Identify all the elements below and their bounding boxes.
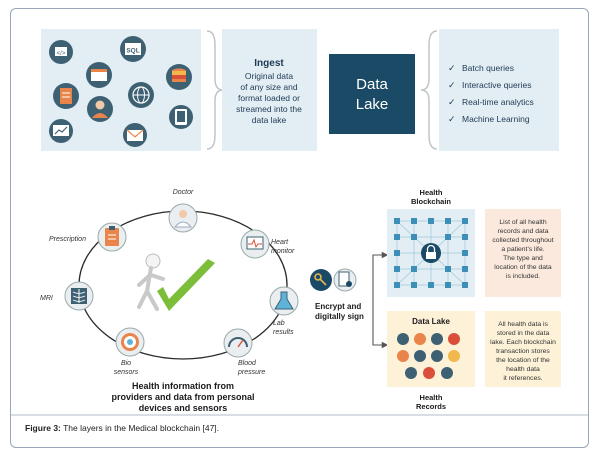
stick-figure-icon xyxy=(137,253,165,311)
target-icon xyxy=(115,327,145,357)
ingest-title: Ingest xyxy=(254,58,284,69)
blockchain-desc-line: a patient's life. xyxy=(501,246,544,253)
data-lake-box xyxy=(329,54,415,134)
caption-label: Figure 3: xyxy=(25,423,61,433)
brace-left xyxy=(420,30,438,150)
capability-item: ✓ Machine Learning xyxy=(448,114,530,124)
document-icon xyxy=(53,83,79,109)
brace-right xyxy=(206,30,224,150)
encrypt-text: Encrypt and xyxy=(315,302,361,311)
capability-item: ✓ Real-time analytics xyxy=(448,97,534,107)
health-records-title: Health xyxy=(420,393,443,402)
capabilities-panel xyxy=(439,29,559,151)
bio-sensors-label: sensors xyxy=(114,369,139,376)
tablet-icon xyxy=(169,105,193,129)
heart-monitor-label: monitor xyxy=(271,248,295,255)
ingest-panel xyxy=(222,29,317,151)
encrypt-text: digitally sign xyxy=(315,312,364,321)
health-info-text: providers and data from personal xyxy=(111,392,254,402)
bio-sensors-label: Bio xyxy=(121,360,131,367)
records-desc-line: All health data is xyxy=(498,321,548,328)
browser-icon xyxy=(86,62,112,88)
health-blockchain-title: Blockchain xyxy=(411,197,451,206)
checkmark-icon xyxy=(157,259,215,311)
check-icon: ✓ xyxy=(448,80,456,90)
caption-text: The layers in the Medical blockchain [47… xyxy=(60,423,220,433)
blockchain-desc-line: records and data xyxy=(497,228,548,235)
lab-results-label: results xyxy=(273,329,294,336)
ingest-line: of any size and xyxy=(240,82,297,92)
capability-item: ✓ Interactive queries xyxy=(448,80,531,90)
signed-document-icon xyxy=(333,268,357,292)
ingest-line: data lake xyxy=(252,115,287,125)
doctor-icon xyxy=(168,203,198,233)
xray-icon xyxy=(64,281,94,311)
sql-icon: SQL xyxy=(120,36,146,62)
records-desc-line: stored in the data xyxy=(497,330,550,337)
arrow-to-blockchain xyxy=(372,251,389,297)
globe-icon xyxy=(128,82,154,108)
capability-item: ✓ Batch queries xyxy=(448,63,514,73)
person-icon xyxy=(87,96,113,122)
health-records-title: Records xyxy=(416,402,446,411)
stack-icon xyxy=(166,64,192,90)
records-desc-line: health data xyxy=(506,366,540,373)
key-icon xyxy=(310,269,332,291)
health-info-text: devices and sensors xyxy=(139,403,228,413)
capability-label: Machine Learning xyxy=(462,114,530,124)
blood-pressure-label: Blood xyxy=(238,360,257,367)
data-lake-label: Lake xyxy=(356,96,389,113)
health-info-text: Health information from xyxy=(132,381,234,391)
check-icon: ✓ xyxy=(448,97,456,107)
lab-flask-icon xyxy=(269,286,299,316)
health-blockchain-title: Health xyxy=(420,188,443,197)
doctor-label: Doctor xyxy=(173,189,194,196)
prescription-label: Prescription xyxy=(49,236,86,243)
records-desc-line: it references. xyxy=(503,375,542,382)
records-desc-line: lake. Each blockchain xyxy=(490,339,556,346)
heart-monitor-label: Heart xyxy=(271,239,289,246)
svg-text:SQL: SQL xyxy=(126,48,139,55)
figure-frame: </> SQL Ingest Original data of any size… xyxy=(10,8,589,448)
gauge-icon xyxy=(223,328,253,358)
ingest-line: Original data xyxy=(245,71,293,81)
figure-canvas: </> SQL Ingest Original data of any size… xyxy=(11,29,588,416)
blockchain-desc-line: is included. xyxy=(506,273,540,280)
records-desc-line: transaction stores xyxy=(496,348,550,355)
capability-label: Interactive queries xyxy=(462,80,531,90)
blockchain-desc-line: List of all health xyxy=(499,219,546,226)
blockchain-nodes xyxy=(394,218,468,288)
blockchain-desc-line: location of the data xyxy=(494,264,552,271)
ingest-line: streamed into the xyxy=(236,104,302,114)
capability-label: Real-time analytics xyxy=(462,97,534,107)
clipboard-icon xyxy=(97,222,127,252)
arrow-to-records xyxy=(372,297,389,349)
monitor-chart-icon xyxy=(49,119,73,143)
blockchain-desc-line: collected throughout xyxy=(492,237,553,244)
records-desc-line: the location of the xyxy=(496,357,550,364)
records-icons xyxy=(397,333,460,379)
lab-results-label: Lab xyxy=(273,320,285,327)
check-icon: ✓ xyxy=(448,114,456,124)
code-icon: </> xyxy=(49,40,73,64)
mri-label: MRI xyxy=(40,295,53,302)
ingest-line: format loaded or xyxy=(238,93,300,103)
heart-monitor-icon xyxy=(240,229,270,259)
capability-label: Batch queries xyxy=(462,63,514,73)
svg-text:</>: </> xyxy=(57,51,66,57)
lock-icon xyxy=(421,243,441,263)
blockchain-desc-panel xyxy=(485,209,561,297)
data-lake-label: Data xyxy=(356,76,388,93)
records-desc-panel xyxy=(485,311,561,387)
email-icon xyxy=(123,123,147,147)
blockchain-desc-line: The type and xyxy=(503,255,543,262)
blood-pressure-label: pressure xyxy=(237,369,265,376)
records-title: Data Lake xyxy=(412,317,450,326)
check-icon: ✓ xyxy=(448,63,456,73)
figure-caption: Figure 3: The layers in the Medical bloc… xyxy=(25,423,219,433)
